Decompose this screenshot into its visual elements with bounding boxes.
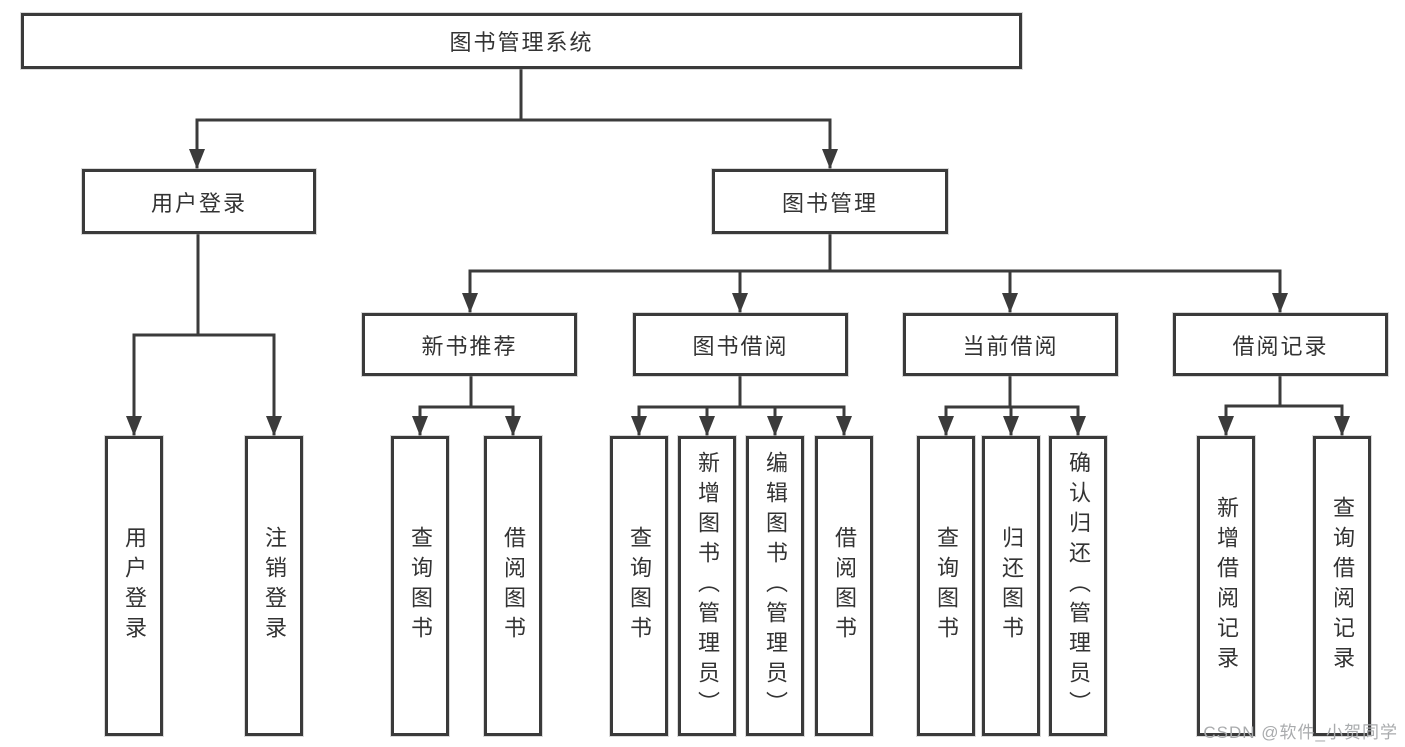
node-label: 借阅图书 [501,526,526,646]
node-system-root: 图书管理系统 [21,13,1022,69]
csdn-watermark: CSDN @软件_小贺同学 [1203,723,1398,742]
node-label: 当前借阅 [962,333,1059,359]
node-book-borrowing: 图书借阅 [633,313,848,376]
node-label: 确认归还（管理员） [1066,451,1091,721]
leaf-current-query-books: 查询图书 [917,436,975,736]
node-label: 用户登录 [122,526,147,646]
node-label: 借阅记录 [1232,333,1329,359]
node-borrowing-records: 借阅记录 [1173,313,1388,376]
node-label: 查询借阅记录 [1330,496,1355,676]
node-label: 图书管理系统 [449,30,594,55]
node-user-login: 用户登录 [82,169,316,234]
node-label: 借阅图书 [832,526,857,646]
leaf-recommend-query-books: 查询图书 [391,436,449,736]
leaf-borrowing-borrow-books: 借阅图书 [815,436,873,736]
node-label: 图书管理 [781,190,878,216]
node-label: 注销登录 [262,526,287,646]
leaf-borrowing-query-books: 查询图书 [610,436,668,736]
node-new-book-recommend: 新书推荐 [362,313,577,376]
leaf-query-borrow-record: 查询借阅记录 [1313,436,1371,736]
leaf-add-books-admin: 新增图书（管理员） [678,436,736,736]
node-label: 新增借阅记录 [1214,496,1239,676]
leaf-return-books: 归还图书 [982,436,1040,736]
node-label: 查询图书 [934,526,959,646]
node-current-borrowing: 当前借阅 [903,313,1118,376]
leaf-user-login: 用户登录 [105,436,163,736]
node-label: 用户登录 [150,190,247,216]
node-label: 编辑图书（管理员） [763,451,788,721]
node-label: 图书借阅 [692,333,789,359]
node-label: 新增图书（管理员） [695,451,720,721]
node-label: 查询图书 [408,526,433,646]
leaf-confirm-return-admin: 确认归还（管理员） [1049,436,1107,736]
node-book-management: 图书管理 [712,169,948,234]
leaf-add-borrow-record: 新增借阅记录 [1197,436,1255,736]
node-label: 查询图书 [627,526,652,646]
leaf-logout: 注销登录 [245,436,303,736]
node-label: 归还图书 [999,526,1024,646]
leaf-edit-books-admin: 编辑图书（管理员） [746,436,804,736]
leaf-recommend-borrow-books: 借阅图书 [484,436,542,736]
node-label: 新书推荐 [421,333,518,359]
